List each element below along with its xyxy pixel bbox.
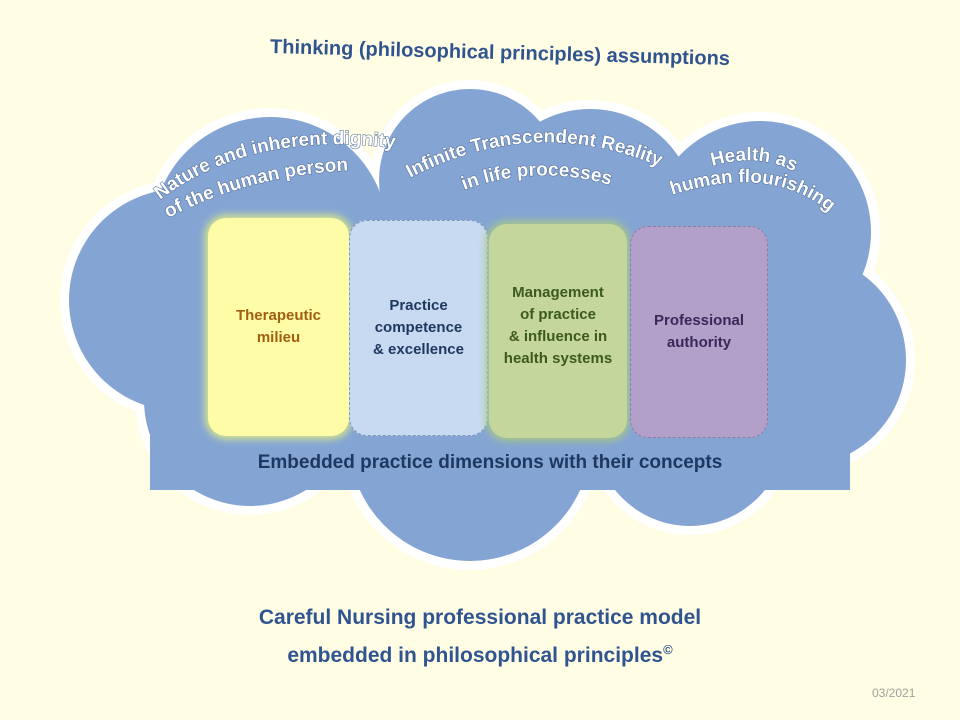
caption: Careful Nursing professional practice mo… — [258, 606, 702, 667]
dimensions-label: Embedded practice dimensions with their … — [257, 452, 723, 473]
date-label: 03/2021 — [872, 686, 916, 700]
